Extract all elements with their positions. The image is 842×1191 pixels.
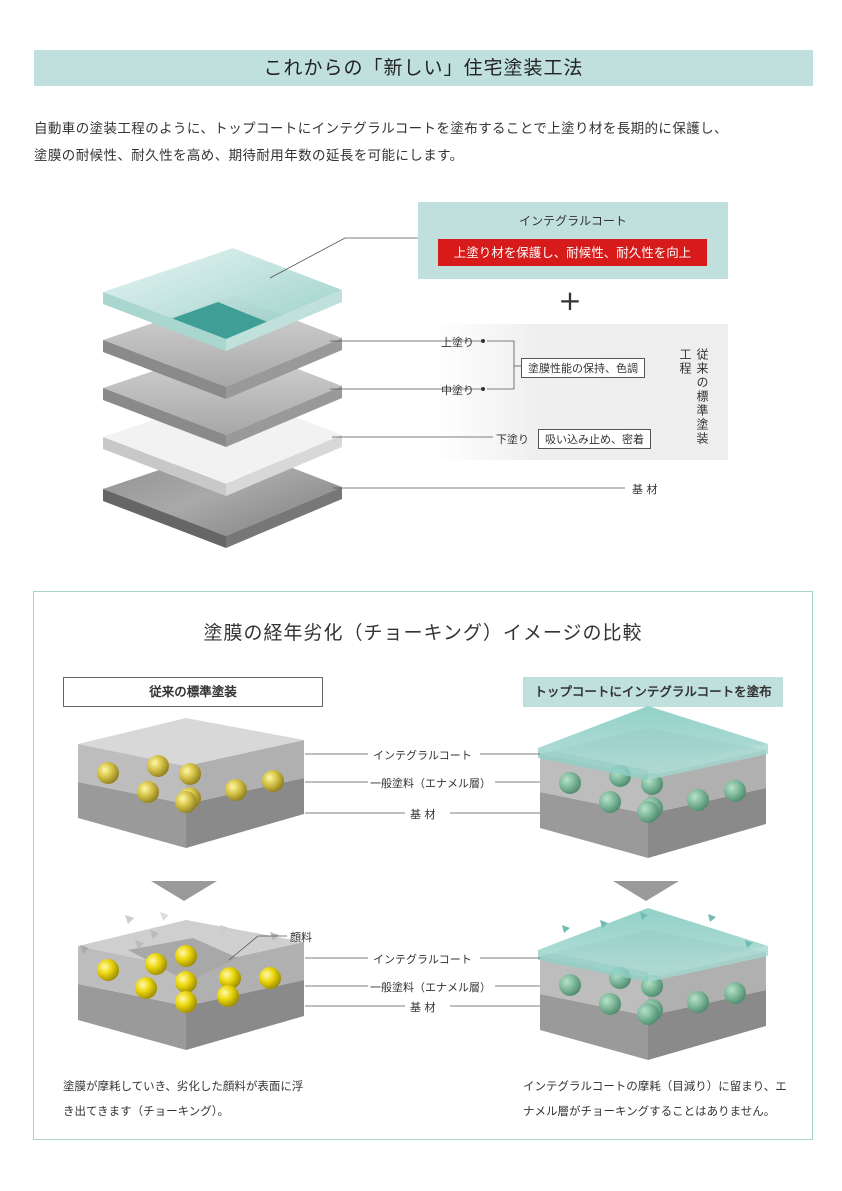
comparison-frame [33,591,813,1140]
integral-label-bottom: インテグラルコート [373,953,472,966]
integral-label-top: インテグラルコート [373,749,472,762]
intro-line-1: 自動車の塗装工程のように、トップコートにインテグラルコートを塗布することで上塗り… [34,121,728,137]
pigment-ball [724,780,746,802]
integral-flake [745,940,753,948]
chalk-flake [160,912,169,921]
integral-coat-top [538,706,768,770]
right-header: トップコートにインテグラルコートを塗布 [523,677,783,707]
pigment-ball [687,991,709,1013]
left-header: 従来の標準塗装 [63,677,323,707]
chalk-flake [150,930,159,939]
conventional-process-label: 従来の標準塗装工程 [678,348,709,446]
integral-coat-benefit: 上塗り材を保護し、耐候性、耐久性を向上 [438,239,707,266]
pigment-ball [175,971,197,993]
left-caption-line-1: 塗膜が摩耗していき、劣化した顔料が表面に浮 [63,1079,304,1093]
absorption-badge: 吸い込み止め、密着 [538,429,651,449]
top-coat-label: 上塗り [441,336,474,349]
leader-lines-bottom [228,753,540,1007]
pigment-ball [637,801,659,823]
integral-glass-layer [103,248,342,351]
right-caption-line-1: インテグラルコートの摩耗（目減り）に留まり、エ [523,1079,787,1093]
enamel-face-left [78,744,186,804]
right-caption: インテグラルコートの摩耗（目減り）に留まり、エ ナメル層がチョーキングすることは… [523,1074,787,1124]
integral-coat-title: インテグラルコート [519,214,627,228]
leader-lines-top [269,237,625,489]
pigment-ball [175,945,197,967]
pigment-ball [175,791,197,813]
enamel-face-right [186,740,304,804]
pigment-ball [217,985,239,1007]
pigment-ball [637,1003,659,1025]
pigment-ball [225,779,247,801]
chalk-flake [80,945,89,954]
pigment-ball [97,762,119,784]
intro-text: 自動車の塗装工程のように、トップコートにインテグラルコートを塗布することで上塗り… [34,116,824,170]
substrate-label-bottom: 基 材 [410,1001,436,1014]
pigment-ball [147,755,169,777]
enamel-face-left [540,754,648,814]
intro-line-2: 塗膜の耐候性、耐久性を高め、期待耐用年数の延長を可能にします。 [34,148,464,164]
substrate-label: 基 材 [632,483,658,496]
plus-icon: + [558,284,582,317]
left-caption: 塗膜が摩耗していき、劣化した顔料が表面に浮 き出てきます（チョーキング）。 [63,1074,303,1124]
integral-coat-left [538,748,648,780]
enamel-face-right [648,952,766,1016]
enamel-label-top: 一般塗料（エナメル層） [370,777,491,790]
pigment-ball [559,974,581,996]
page-title: これからの「新しい」住宅塗装工法 [263,57,584,79]
comparison-title: 塗膜の経年劣化（チョーキング）イメージの比較 [203,622,643,644]
pigment-ball [259,967,281,989]
left-caption-line-2: き出てきます（チョーキング）。 [63,1104,230,1118]
enamel-label-bottom: 一般塗料（エナメル層） [370,981,491,994]
integral-coat-right [648,744,768,780]
integral-coat-top [538,908,768,972]
pigment-ball [687,789,709,811]
chalk-flake [135,940,144,949]
substrate-face-right [186,980,304,1050]
enamel-face-right [648,750,766,814]
chalk-flake [220,925,229,934]
pigment-label: 顔料 [290,931,312,944]
retention-badge: 塗膜性能の保持、色調 [521,358,645,378]
middle-coat-label: 中塗り [441,384,474,397]
pigment-ball [559,772,581,794]
under-coat-label: 下塗り [496,433,529,446]
middle-coat-dot [481,387,485,391]
integral-flake [708,914,716,922]
enamel-top-face [78,718,304,766]
integral-flake [562,925,570,933]
chalk-flake [125,915,134,924]
arrow-down-right [613,881,679,901]
enamel-face-right [186,942,304,1006]
title-band [34,50,813,86]
pigment-ball [97,959,119,981]
substrate-label-top: 基 材 [410,808,436,821]
integral-flake [640,912,648,920]
integral-flake [600,920,608,928]
enamel-face-left [540,956,648,1016]
integral-coat-left [538,950,648,982]
pigment-ball [262,770,284,792]
substrate-face-right [648,990,766,1060]
pigment-ball [219,967,241,989]
pigment-ball [135,977,157,999]
pigment-ball [599,791,621,813]
pigment-ball [145,953,167,975]
arrow-down-left [151,881,217,901]
pigment-ball [175,991,197,1013]
integral-coat-right [648,946,768,982]
pigment-ball [599,993,621,1015]
top-coat-dot [481,339,485,343]
substrate-face-right [648,788,766,858]
chalk-flake [270,932,279,941]
pigment-ball [179,763,201,785]
substrate-face-right [186,778,304,848]
pigment-ball [137,781,159,803]
right-caption-line-2: ナメル層がチョーキングすることはありません。 [523,1104,776,1118]
pigment-ball [724,982,746,1004]
